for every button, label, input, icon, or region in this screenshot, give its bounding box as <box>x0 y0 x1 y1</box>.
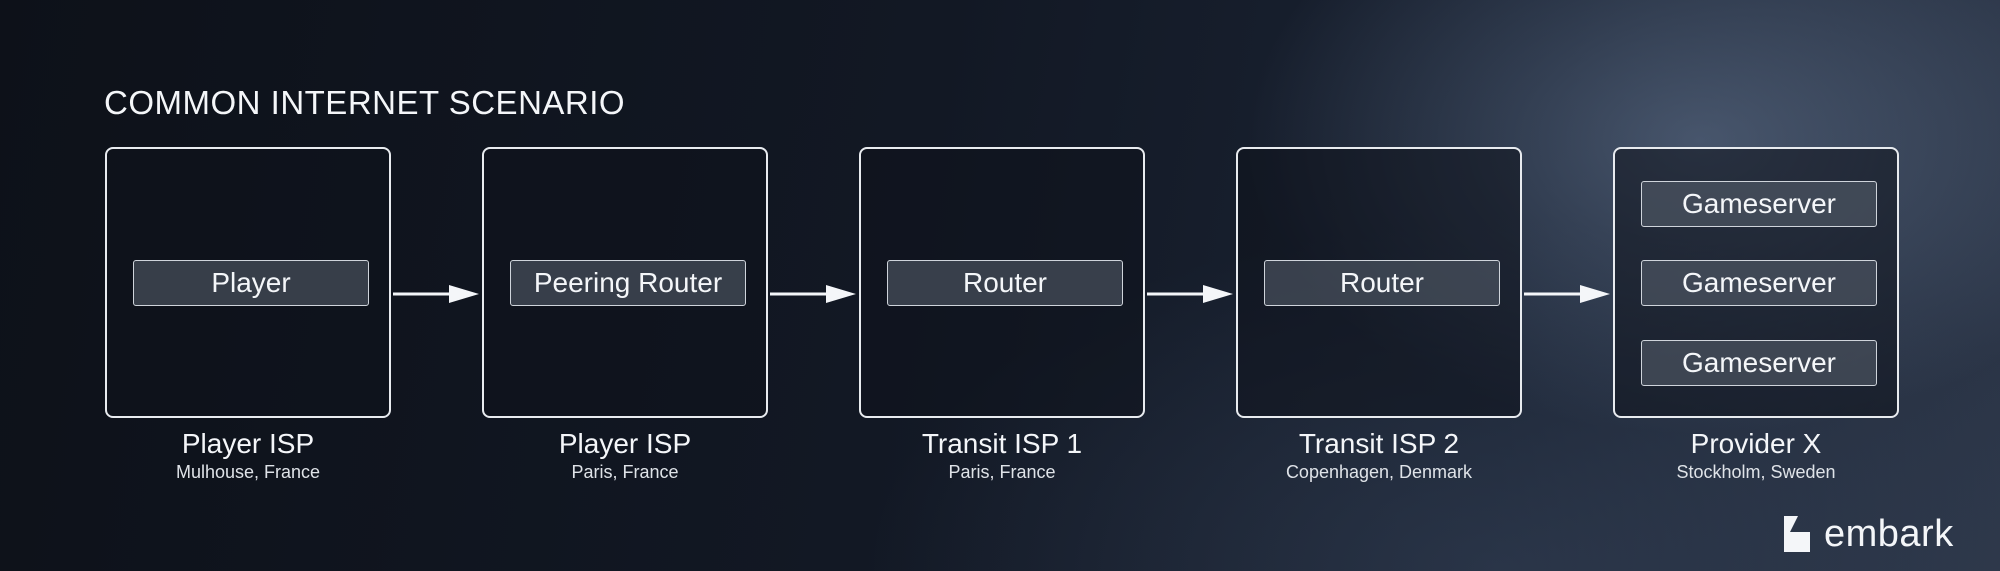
chip-router: Router <box>1264 260 1500 306</box>
chip-router: Router <box>887 260 1123 306</box>
node-label: Player ISP Mulhouse, France <box>105 427 391 483</box>
node-transit-isp-1: Router <box>859 147 1145 418</box>
node-player-isp-paris: Peering Router <box>482 147 768 418</box>
node-name: Transit ISP 1 <box>921 428 1083 459</box>
node-location: Copenhagen, Denmark <box>1285 462 1473 482</box>
node-name: Player ISP <box>181 428 315 459</box>
chip-gameserver: Gameserver <box>1641 181 1877 227</box>
chip-gameserver: Gameserver <box>1641 340 1877 386</box>
node-name: Provider X <box>1690 428 1822 459</box>
arrow-right-icon <box>1524 285 1610 303</box>
arrow-right-icon <box>393 285 479 303</box>
node-label: Provider X Stockholm, Sweden <box>1613 427 1899 483</box>
logo-wordmark: embark <box>1824 512 1954 555</box>
embark-logo-icon <box>1784 516 1810 552</box>
chip-player: Player <box>133 260 369 306</box>
node-label: Player ISP Paris, France <box>482 427 768 483</box>
node-label: Transit ISP 1 Paris, France <box>859 427 1145 483</box>
node-player-isp-mulhouse: Player <box>105 147 391 418</box>
node-location: Mulhouse, France <box>175 462 321 482</box>
arrow-right-icon <box>1147 285 1233 303</box>
node-name: Transit ISP 2 <box>1298 428 1460 459</box>
diagram-title: COMMON INTERNET SCENARIO <box>104 84 626 121</box>
node-name: Player ISP <box>558 428 692 459</box>
node-label: Transit ISP 2 Copenhagen, Denmark <box>1236 427 1522 483</box>
node-location: Paris, France <box>571 462 679 482</box>
chip-peering-router: Peering Router <box>510 260 746 306</box>
node-location: Stockholm, Sweden <box>1676 462 1836 482</box>
arrow-right-icon <box>770 285 856 303</box>
node-provider-x: Gameserver Gameserver Gameserver <box>1613 147 1899 418</box>
node-location: Paris, France <box>948 462 1056 482</box>
node-transit-isp-2: Router <box>1236 147 1522 418</box>
chip-gameserver: Gameserver <box>1641 260 1877 306</box>
embark-logo: embark <box>1780 512 1954 556</box>
